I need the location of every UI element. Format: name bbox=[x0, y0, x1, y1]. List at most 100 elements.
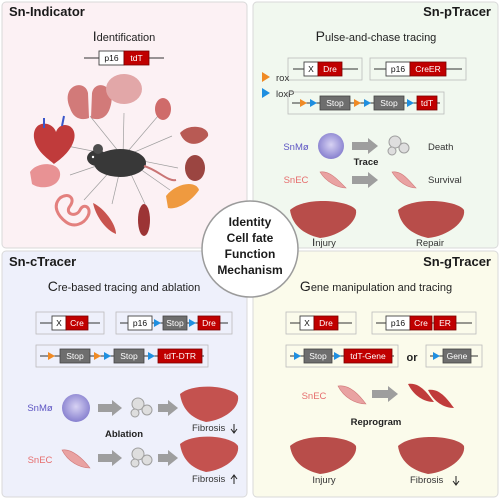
ptracer-trace-label: Trace bbox=[354, 157, 379, 168]
center-line2: Cell fate bbox=[227, 231, 274, 245]
ctracer-c2-p16: p16 bbox=[133, 318, 147, 328]
dead-cell-icon bbox=[387, 135, 410, 156]
liver-icon bbox=[398, 200, 465, 238]
ctracer-c3-stop2: Stop bbox=[120, 351, 138, 361]
gtracer-c4-gene: Gene bbox=[447, 351, 468, 361]
gtracer-reprogram-label: Reprogram bbox=[351, 417, 402, 428]
down-arrow-icon bbox=[452, 476, 460, 486]
ctracer-sub-initial: C bbox=[48, 278, 58, 294]
ctracer-fibrosis1: Fibrosis bbox=[192, 423, 226, 434]
liver-icon bbox=[398, 436, 465, 474]
endothelial-cell-icon bbox=[61, 449, 91, 469]
gtracer-liver1-label: Injury bbox=[312, 475, 335, 486]
ctracer-ablation-label: Ablation bbox=[105, 429, 143, 440]
ctracer-panel bbox=[1, 250, 248, 498]
gtracer-sub-initial: G bbox=[300, 278, 311, 294]
gtracer-fibrosis-label: Fibrosis bbox=[410, 475, 444, 486]
liver-icon bbox=[180, 436, 239, 472]
endothelial-cell-icon bbox=[428, 389, 454, 408]
ptracer-liver1-label: Injury bbox=[312, 237, 336, 249]
heart-icon bbox=[33, 123, 75, 164]
ptracer-c2-creer: CreER bbox=[415, 64, 441, 74]
ctracer-sub-rest: re-based tracing and ablation bbox=[58, 282, 200, 294]
ctracer-c1-cre: Cre bbox=[70, 318, 84, 328]
dead-cell-icon bbox=[130, 447, 153, 468]
gtracer-panel bbox=[252, 250, 499, 498]
up-arrow-icon bbox=[230, 474, 238, 484]
ctracer-cell2-label: SnEC bbox=[28, 455, 53, 466]
ptracer-c2-p16: p16 bbox=[391, 64, 405, 74]
mouse-icon bbox=[87, 144, 177, 182]
ptracer-c3-tdt: tdT bbox=[421, 98, 433, 108]
indicator-construct-p16: p16 bbox=[104, 53, 118, 63]
gtracer-subtitle: Gene manipulation and tracing bbox=[300, 278, 452, 294]
gtracer-c1-x: X bbox=[304, 318, 310, 328]
ptracer-c1-dre: Dre bbox=[323, 64, 337, 74]
indicator-sub-rest: dentification bbox=[97, 32, 156, 44]
ctracer-construct2: p16 Stop Dre bbox=[115, 311, 233, 335]
pancreas-icon bbox=[166, 184, 199, 209]
center-circle bbox=[201, 200, 299, 298]
muscle-icon bbox=[93, 203, 116, 234]
ptracer-cell2-label: SnEC bbox=[284, 175, 309, 186]
ptracer-legend-rox: rox bbox=[276, 73, 289, 84]
gtracer-c2-cre: Cre bbox=[414, 318, 428, 328]
center-line1: Identity bbox=[229, 215, 272, 229]
lungs-icon bbox=[67, 85, 112, 120]
gtracer-c2-er: ER bbox=[439, 318, 451, 328]
intestine-icon bbox=[54, 194, 91, 227]
thymus-icon bbox=[155, 98, 171, 120]
gtracer-c1-dre: Dre bbox=[319, 318, 333, 328]
loxp-triangle-icon bbox=[262, 88, 270, 98]
gtracer-fibrosis-text: Fibrosis bbox=[410, 475, 444, 486]
macrophage-icon bbox=[62, 394, 90, 422]
liver-icon bbox=[180, 386, 239, 422]
ptracer-construct2: p16 CreER bbox=[369, 57, 467, 81]
ctracer-cell1-label: SnMø bbox=[27, 403, 53, 414]
ptracer-sub-rest: ulse-and-chase tracing bbox=[325, 32, 436, 44]
center-line3: Function bbox=[225, 247, 276, 261]
dead-cell-icon bbox=[130, 397, 153, 418]
indicator-sub-initial: I bbox=[93, 28, 97, 44]
ptracer-construct3: Stop Stop tdT bbox=[287, 91, 445, 115]
kidney-icon bbox=[185, 155, 205, 181]
indicator-title: Sn-Indicator bbox=[9, 4, 85, 19]
stomach-icon bbox=[30, 164, 61, 188]
gray-arrow-icon bbox=[352, 138, 378, 154]
liver-icon bbox=[290, 200, 357, 238]
gray-arrow-icon bbox=[98, 400, 122, 416]
ptracer-liver2-label: Repair bbox=[416, 238, 444, 249]
gray-arrow-icon bbox=[158, 450, 178, 466]
ctracer-c3-tdtdtr: tdT-DTR bbox=[164, 351, 196, 361]
macrophage-icon bbox=[318, 133, 344, 159]
gtracer-sub-rest: ene manipulation and tracing bbox=[311, 282, 452, 294]
gtracer-c2-p16: p16 bbox=[391, 318, 405, 328]
ctracer-title: Sn-cTracer bbox=[9, 254, 76, 269]
endothelial-cell-icon bbox=[337, 385, 367, 405]
gtracer-or-label: or bbox=[407, 352, 419, 364]
ctracer-fibrosis2: Fibrosis bbox=[192, 474, 226, 485]
brain-icon bbox=[106, 74, 142, 104]
ptracer-outcome1: Death bbox=[428, 142, 453, 153]
endothelial-cell-icon bbox=[319, 171, 347, 189]
down-arrow-icon bbox=[230, 424, 238, 434]
gtracer-construct2: p16 Cre ER bbox=[371, 311, 477, 335]
indicator-construct-tdt: tdT bbox=[130, 53, 142, 63]
gtracer-c3-stop: Stop bbox=[309, 351, 327, 361]
ptracer-liver1-initial: I bbox=[312, 237, 315, 249]
gtracer-title: Sn-gTracer bbox=[423, 254, 491, 269]
ptracer-c1-x: X bbox=[308, 64, 314, 74]
gtracer-construct3: Stop tdT-Gene bbox=[285, 344, 399, 368]
gray-arrow-icon bbox=[158, 400, 178, 416]
liver-icon bbox=[290, 436, 357, 474]
ptracer-liver1-rest: njury bbox=[315, 238, 336, 249]
gray-arrow-icon bbox=[352, 172, 378, 188]
gray-arrow-icon bbox=[372, 386, 398, 402]
spleen-icon bbox=[138, 204, 150, 236]
endothelial-cell-icon bbox=[391, 171, 417, 189]
gray-arrow-icon bbox=[98, 450, 122, 466]
endothelial-cell-icon bbox=[408, 383, 434, 402]
ptracer-construct1: X Dre bbox=[287, 57, 363, 81]
